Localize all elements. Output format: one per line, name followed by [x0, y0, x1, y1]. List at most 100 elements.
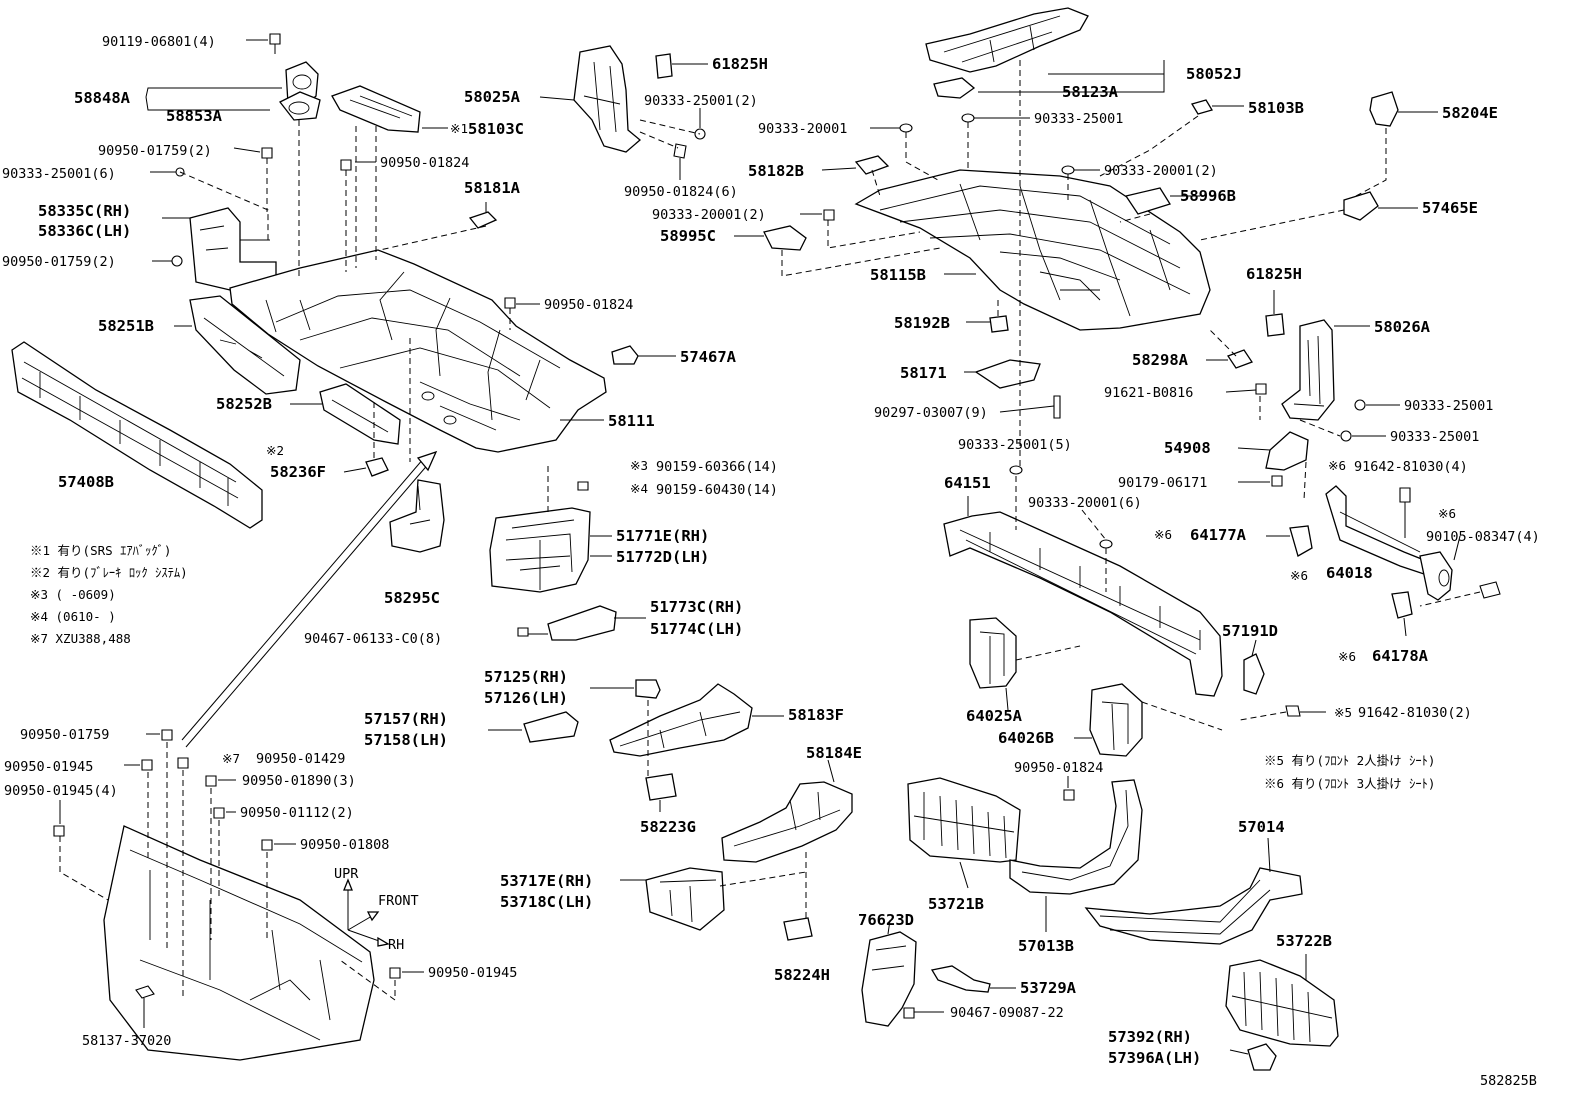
- label-90950-01824-6: 90950-01824(6): [624, 184, 738, 200]
- marker-2: ※2: [266, 443, 284, 458]
- label-53721B: 53721B: [928, 895, 984, 913]
- label-61825H-b: 61825H: [1246, 265, 1302, 283]
- label-90333-25001-c: 90333-25001: [1390, 429, 1479, 445]
- legend-notes: ※1 有り(SRS ｴｱﾊﾞｯｸﾞ) ※2 有り(ﾌﾞﾚｰｷ ﾛｯｸ ｼｽﾃﾑ)…: [30, 543, 1435, 791]
- label-90950-01824-b: 90950-01824: [544, 297, 633, 313]
- label-90950-01824-a: 90950-01824: [380, 155, 469, 171]
- label-58103C: 58103C: [468, 120, 524, 138]
- marker-4: ※4: [630, 481, 648, 496]
- label-58335C: 58335C(RH): [38, 202, 131, 220]
- label-57467A: 57467A: [680, 348, 737, 366]
- label-91642-81030-2: 91642-81030(2): [1358, 705, 1472, 721]
- label-51774C: 51774C(LH): [650, 620, 743, 638]
- label-64018: 64018: [1326, 564, 1373, 582]
- label-58183F: 58183F: [788, 706, 844, 724]
- label-64178A: 64178A: [1372, 647, 1429, 665]
- label-51772D: 51772D(LH): [616, 548, 709, 566]
- label-58181A: 58181A: [464, 179, 521, 197]
- label-57126: 57126(LH): [484, 689, 568, 707]
- label-58996B: 58996B: [1180, 187, 1236, 205]
- label-90950-01824-c: 90950-01824: [1014, 760, 1103, 776]
- label-64177A: 64177A: [1190, 526, 1247, 544]
- label-58111: 58111: [608, 412, 655, 430]
- label-58182B: 58182B: [748, 162, 804, 180]
- note-6: ※6 有り(ﾌﾛﾝﾄ 3人掛け ｼｰﾄ): [1264, 776, 1435, 791]
- label-53717E: 53717E(RH): [500, 872, 593, 890]
- label-57014: 57014: [1238, 818, 1285, 836]
- marker-7: ※7: [222, 751, 240, 766]
- label-64151: 64151: [944, 474, 991, 492]
- note-7: ※7 XZU388,488: [30, 631, 131, 646]
- left-floor-assembly: [11, 33, 853, 1061]
- label-61825H-a: 61825H: [712, 55, 768, 73]
- label-90950-01945-4: 90950-01945(4): [4, 783, 118, 799]
- label-57396A: 57396A(LH): [1108, 1049, 1201, 1067]
- label-90333-25001-b: 90333-25001: [1404, 398, 1493, 414]
- label-90333-25001-2: 90333-25001(2): [644, 93, 758, 109]
- label-91642-81030-4: 91642-81030(4): [1354, 459, 1468, 475]
- marker-6e: ※6: [1338, 649, 1356, 664]
- label-58026A: 58026A: [1374, 318, 1431, 336]
- label-57191D: 57191D: [1222, 622, 1278, 640]
- label-90950-01808: 90950-01808: [300, 837, 389, 853]
- label-90333-25001-6: 90333-25001(6): [2, 166, 116, 182]
- label-90297-03007: 90297-03007(9): [874, 405, 988, 421]
- label-90333-25001-a: 90333-25001: [1034, 111, 1123, 127]
- label-58052J: 58052J: [1186, 65, 1242, 83]
- label-53729A: 53729A: [1020, 979, 1077, 997]
- orientation-front: FRONT: [378, 893, 419, 909]
- label-90179-06171: 90179-06171: [1118, 475, 1207, 491]
- label-58123A: 58123A: [1062, 83, 1119, 101]
- label-90950-01429: 90950-01429: [256, 751, 345, 767]
- label-58184E: 58184E: [806, 744, 862, 762]
- label-58192B: 58192B: [894, 314, 950, 332]
- label-58848A: 58848A: [74, 89, 131, 107]
- note-4: ※4 (0610- ): [30, 609, 116, 624]
- label-90950-01759-2b: 90950-01759(2): [2, 254, 116, 270]
- label-51771E: 51771E(RH): [616, 527, 709, 545]
- label-90333-20001-2b: 90333-20001(2): [652, 207, 766, 223]
- label-57125: 57125(RH): [484, 668, 568, 686]
- label-54908: 54908: [1164, 439, 1211, 457]
- label-58223G: 58223G: [640, 818, 696, 836]
- label-58224H: 58224H: [774, 966, 830, 984]
- label-58115B: 58115B: [870, 266, 926, 284]
- label-51773C: 51773C(RH): [650, 598, 743, 616]
- label-90950-01759-c: 90950-01759: [20, 727, 109, 743]
- orientation-up: UPR: [334, 866, 359, 882]
- marker-3: ※3: [630, 458, 648, 473]
- label-90950-01112: 90950-01112(2): [240, 805, 354, 821]
- label-90119-06801: 90119-06801(4): [102, 34, 216, 50]
- label-90159-60430: 90159-60430(14): [656, 482, 778, 498]
- label-58236F: 58236F: [270, 463, 326, 481]
- orientation-side: RH: [388, 937, 404, 953]
- label-90950-01759-2a: 90950-01759(2): [98, 143, 212, 159]
- label-90950-01945-a: 90950-01945: [4, 759, 93, 775]
- note-3: ※3 ( -0609): [30, 587, 116, 602]
- note-1: ※1 有り(SRS ｴｱﾊﾞｯｸﾞ): [30, 543, 171, 558]
- label-58995C: 58995C: [660, 227, 716, 245]
- label-58204E: 58204E: [1442, 104, 1498, 122]
- label-90159-60366: 90159-60366(14): [656, 459, 778, 475]
- label-58298A: 58298A: [1132, 351, 1189, 369]
- note-2: ※2 有り(ﾌﾞﾚｰｷ ﾛｯｸ ｼｽﾃﾑ): [30, 565, 188, 580]
- part-number-labels: 90119-06801(4) 58848A 58853A 90950-01759…: [2, 34, 1540, 1089]
- label-58295C: 58295C: [384, 589, 440, 607]
- label-90467-09087: 90467-09087-22: [950, 1005, 1064, 1021]
- label-53722B: 53722B: [1276, 932, 1332, 950]
- label-91621-B0816: 91621-B0816: [1104, 385, 1193, 401]
- label-90467-06133: 90467-06133-C0(8): [304, 631, 442, 647]
- label-76623D: 76623D: [858, 911, 914, 929]
- label-90105-08347: 90105-08347(4): [1426, 529, 1540, 545]
- marker-6c: ※6: [1154, 527, 1172, 542]
- label-64026B: 64026B: [998, 729, 1054, 747]
- marker-6a: ※6: [1328, 458, 1346, 473]
- label-90333-25001-5: 90333-25001(5): [958, 437, 1072, 453]
- label-58252B: 58252B: [216, 395, 272, 413]
- note-5: ※5 有り(ﾌﾛﾝﾄ 2人掛け ｼｰﾄ): [1264, 753, 1435, 768]
- label-90333-20001-2a: 90333-20001(2): [1104, 163, 1218, 179]
- marker-5: ※5: [1334, 705, 1352, 720]
- label-57013B: 57013B: [1018, 937, 1074, 955]
- label-57465E: 57465E: [1422, 199, 1478, 217]
